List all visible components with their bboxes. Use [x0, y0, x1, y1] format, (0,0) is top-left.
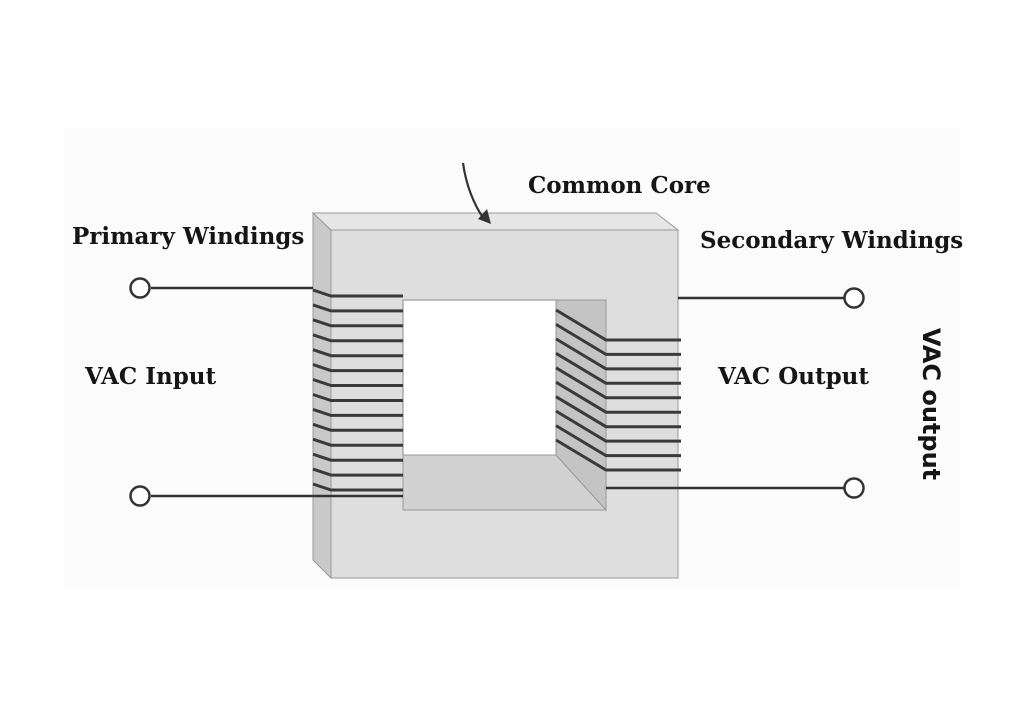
primary-winding-turn [312, 363, 403, 373]
secondary-bottom-terminal [843, 477, 865, 499]
secondary-winding-turn [555, 337, 681, 371]
secondary-windings-coil [555, 308, 681, 472]
secondary-winding-turn [555, 438, 681, 472]
secondary-winding-turn [555, 409, 681, 443]
primary-windings-coil [312, 288, 403, 492]
core-window-right-bevel [555, 299, 607, 512]
secondary-windings-label: Secondary Windings [700, 227, 964, 254]
primary-winding-turn [312, 288, 403, 298]
secondary-winding-turn [555, 308, 681, 342]
secondary-winding-turn [555, 380, 681, 414]
primary-winding-turn [312, 467, 403, 477]
primary-winding-turn [312, 452, 403, 462]
common-core-label: Common Core [528, 172, 711, 199]
primary-winding-turn [312, 333, 403, 343]
primary-winding-turn [312, 303, 403, 313]
primary-winding-turn [312, 378, 403, 387]
primary-winding-turn [312, 422, 403, 432]
primary-top-terminal [129, 277, 151, 299]
vac-output-vertical-label: VAC output [917, 327, 946, 481]
vac-output-label: VAC Output [718, 363, 870, 390]
primary-bottom-terminal [129, 485, 151, 507]
primary-winding-turn [312, 437, 403, 447]
secondary-top-terminal [843, 287, 865, 309]
secondary-winding-turn [555, 323, 681, 356]
core-top-face [311, 212, 680, 231]
primary-winding-turn [312, 348, 403, 358]
primary-windings-label: Primary Windings [72, 223, 305, 250]
secondary-winding-turn [555, 395, 681, 429]
primary-winding-turn [312, 482, 403, 492]
secondary-winding-turn [555, 366, 681, 400]
primary-winding-turn [312, 393, 403, 402]
secondary-winding-turn [555, 352, 681, 385]
primary-winding-turn [312, 407, 403, 417]
vac-input-label: VAC Input [85, 363, 217, 390]
pointer-arrow [461, 162, 491, 224]
primary-winding-turn [312, 318, 403, 328]
secondary-winding-turn [555, 424, 681, 458]
